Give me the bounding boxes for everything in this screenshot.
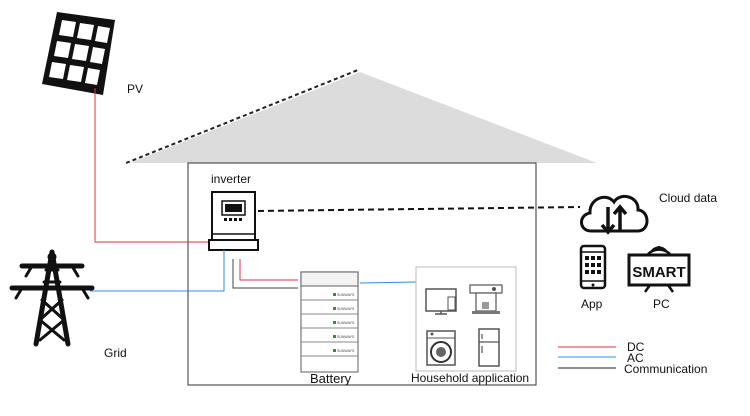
legend-dc-label: DC — [627, 340, 645, 354]
pc-label: PC — [653, 297, 670, 311]
pv-label: PV — [127, 82, 144, 96]
battery-brand-label: SUNWAYS — [337, 335, 355, 339]
ac-line-household — [359, 281, 417, 284]
transmission-tower-icon — [9, 249, 95, 347]
smart-tv-icon: SMART — [627, 246, 691, 293]
battery-label: Battery — [310, 371, 352, 386]
cloud-sync-icon — [580, 194, 649, 235]
house-roof — [130, 72, 597, 163]
ac-line-grid — [90, 250, 225, 292]
inverter-label: inverter — [211, 172, 252, 186]
dc-line-battery — [239, 259, 298, 281]
app-label: App — [581, 297, 603, 311]
smartphone-icon — [579, 244, 607, 290]
household-label: Household application — [411, 371, 530, 385]
tv-icon — [425, 288, 457, 315]
comm-line-battery — [232, 259, 298, 289]
grid-label: Grid — [104, 346, 127, 360]
fridge-icon — [478, 328, 500, 367]
battery-brand-label: SUNWAYS — [337, 321, 355, 325]
cloud-data-label: Cloud data — [659, 191, 718, 205]
legend-communication-label: Communication — [624, 362, 708, 376]
battery-brand-label: SUNWAYS — [337, 293, 355, 297]
inverter-icon — [208, 191, 259, 251]
battery-brand-label: SUNWAYS — [337, 349, 355, 353]
battery-stack-icon: SUNWAYS SUNWAYS SUNWAYS SUNWAYS SUNWAYS — [300, 271, 359, 373]
smart-tv-label: SMART — [632, 264, 685, 281]
battery-brand-label: SUNWAYS — [337, 307, 355, 311]
comm-line-cloud — [257, 206, 581, 212]
dc-line-pv — [94, 88, 212, 243]
coffee-machine-icon — [469, 284, 503, 314]
washing-machine-icon — [426, 330, 456, 366]
legend-ac-label: AC — [627, 351, 644, 365]
solar-panel-icon — [42, 12, 115, 95]
house-walls — [187, 162, 537, 386]
